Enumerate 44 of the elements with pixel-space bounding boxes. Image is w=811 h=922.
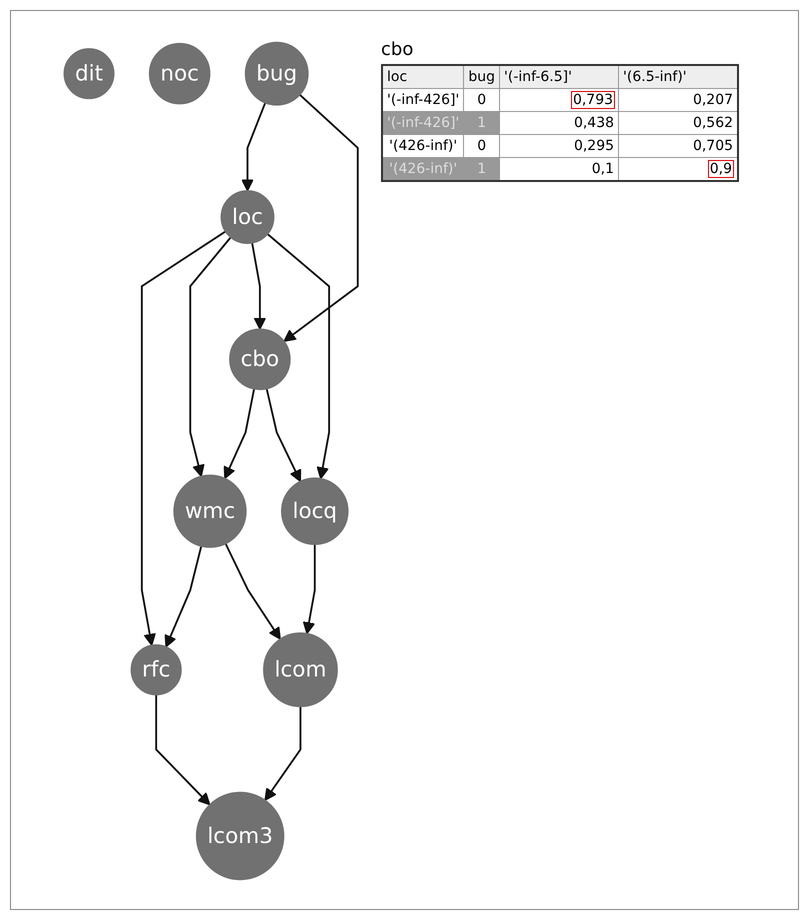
column-header: loc (382, 65, 464, 88)
arrow (164, 546, 202, 648)
column-header: '(6.5-inf)' (618, 65, 738, 88)
probability-cell: 0,295 (500, 134, 619, 158)
probability-cell: 0,207 (618, 88, 738, 112)
node-circle: lcom3 (196, 792, 284, 880)
arrow (283, 94, 359, 342)
arrow (302, 544, 316, 634)
node-circle: noc (148, 42, 210, 104)
arrow (224, 543, 281, 640)
row-header: 0 (464, 88, 500, 112)
node-circle: locq (281, 477, 349, 546)
probability-cell: 0,705 (618, 134, 738, 158)
node-circle: lcom (263, 632, 338, 708)
node-circle: rfc (130, 644, 182, 696)
arrow (224, 388, 256, 480)
arrow (189, 236, 232, 477)
row-header: 1 (464, 112, 500, 134)
probability-cell: 0,438 (500, 112, 619, 134)
row-header: '(426-inf)' (382, 134, 464, 158)
probability-cell: 0,1 (500, 158, 619, 181)
row-header: '(426-inf)' (382, 158, 464, 181)
node-circle: bug (244, 42, 309, 106)
node-circle: cbo (229, 328, 291, 390)
probability-cell: 0,562 (618, 112, 738, 134)
arrow (266, 388, 302, 482)
node-circle: loc (220, 190, 274, 244)
probability-cell: 0,9 (618, 158, 738, 181)
arrow (241, 102, 266, 192)
arrow (266, 233, 330, 480)
row-header: '(-inf-426]' (382, 88, 464, 112)
arrow (251, 242, 266, 330)
column-header: '(-inf-6.5]' (500, 65, 619, 88)
row-header: '(-inf-426]' (382, 112, 464, 134)
table-title: cbo (381, 39, 414, 60)
row-header: 1 (464, 158, 500, 181)
row-header: 0 (464, 134, 500, 158)
node-circle: wmc (173, 474, 247, 548)
arrow (264, 706, 302, 801)
node-circle: dit (64, 48, 114, 100)
probability-cell: 0,793 (500, 88, 619, 112)
arrow (155, 694, 210, 806)
arrow (140, 230, 226, 646)
column-header: bug (464, 65, 500, 88)
